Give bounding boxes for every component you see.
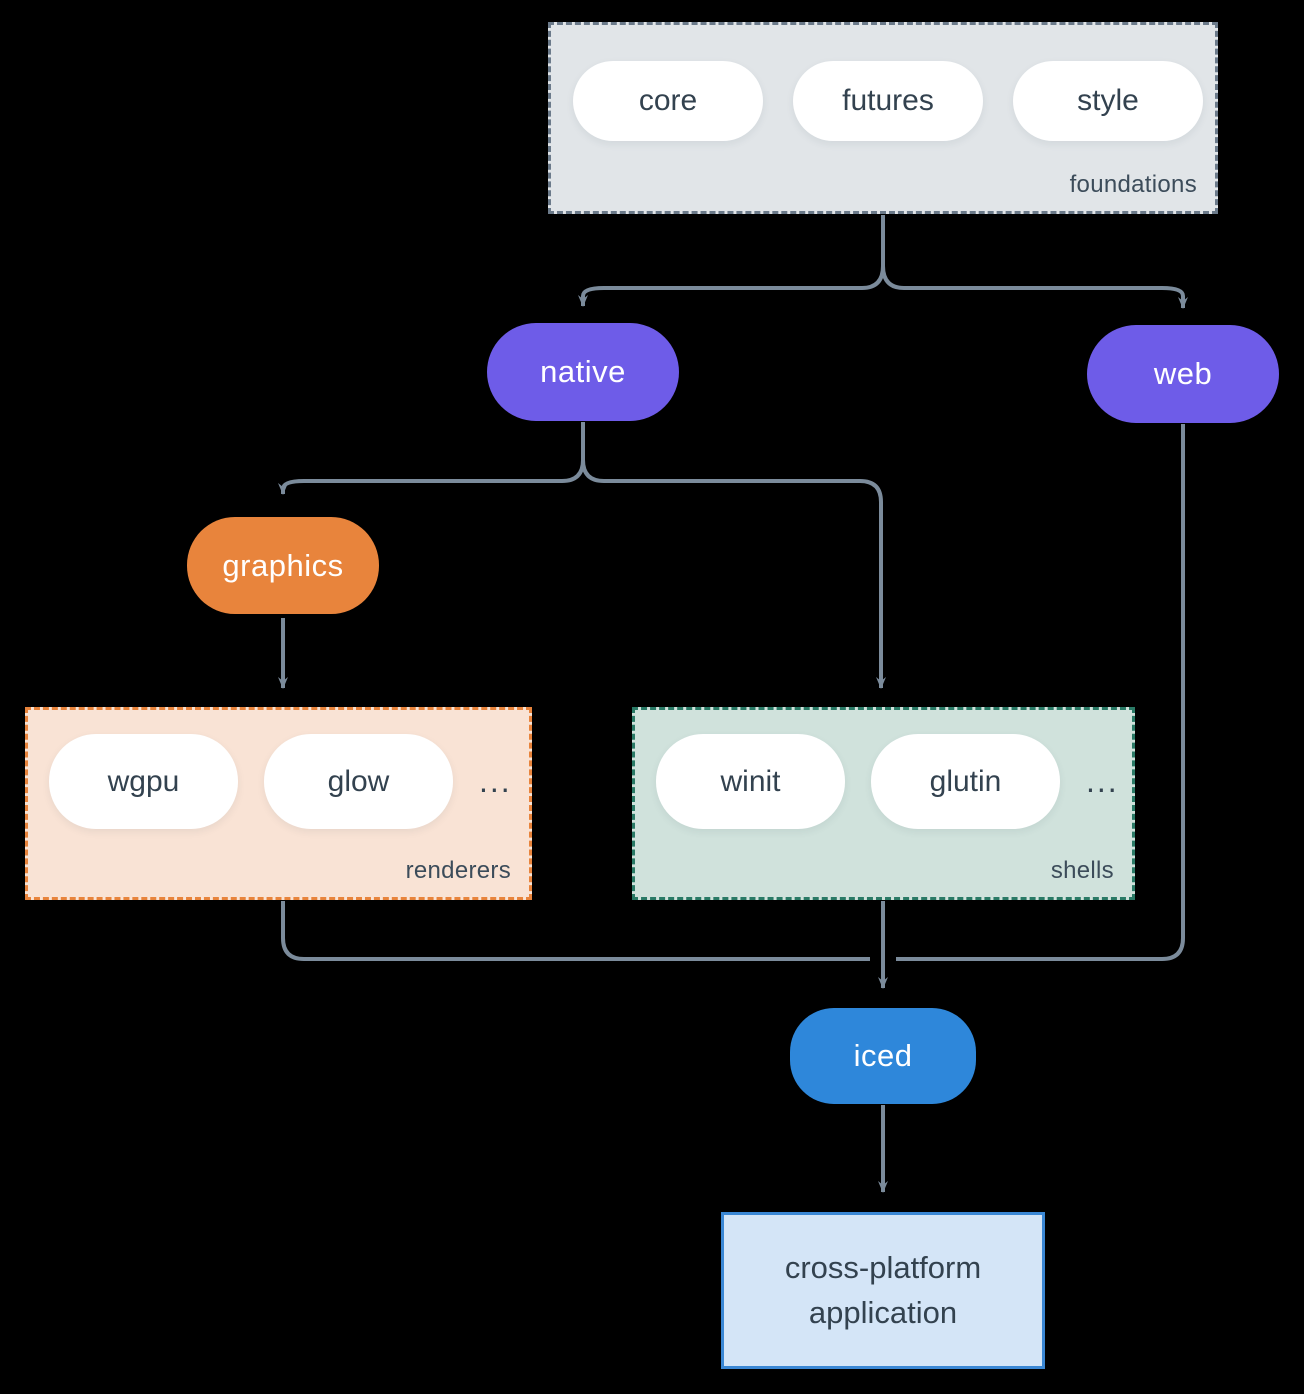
app-label-line2: application (808, 1294, 958, 1330)
node-core: core (573, 61, 763, 141)
cross-platform-application-box: cross-platform application (721, 1212, 1045, 1369)
shells-ellipsis: ... (1086, 763, 1119, 799)
renderers-ellipsis: ... (479, 763, 512, 799)
edge-renderers-merge (281, 901, 870, 961)
edge-web-merge (896, 424, 1185, 961)
renderers-group: wgpu glow ... renderers (25, 707, 532, 900)
node-native: native (487, 323, 679, 421)
shells-group-label: shells (1050, 857, 1114, 884)
foundations-pill-row: core futures style (551, 25, 1215, 141)
node-graphics: graphics (187, 517, 379, 614)
edge-foundations-native (578, 215, 885, 307)
node-web: web (1087, 325, 1279, 423)
node-futures: futures (793, 61, 983, 141)
foundations-group-label: foundations (1069, 171, 1197, 198)
shells-pill-row: winit glutin ... (635, 710, 1132, 829)
shells-group: winit glutin ... shells (632, 707, 1135, 900)
node-glow: glow (264, 734, 453, 829)
edge-foundations-web (881, 265, 1188, 309)
foundations-group: core futures style foundations (548, 22, 1218, 214)
app-label-line1: cross-platform (784, 1249, 982, 1285)
node-iced: iced (790, 1008, 976, 1104)
renderers-pill-row: wgpu glow ... (28, 710, 529, 829)
node-glutin: glutin (871, 734, 1060, 829)
edge-native-graphics (278, 422, 585, 495)
renderers-group-label: renderers (405, 857, 511, 884)
edge-native-shells (581, 459, 886, 689)
node-wgpu: wgpu (49, 734, 238, 829)
node-winit: winit (656, 734, 845, 829)
node-style: style (1013, 61, 1203, 141)
